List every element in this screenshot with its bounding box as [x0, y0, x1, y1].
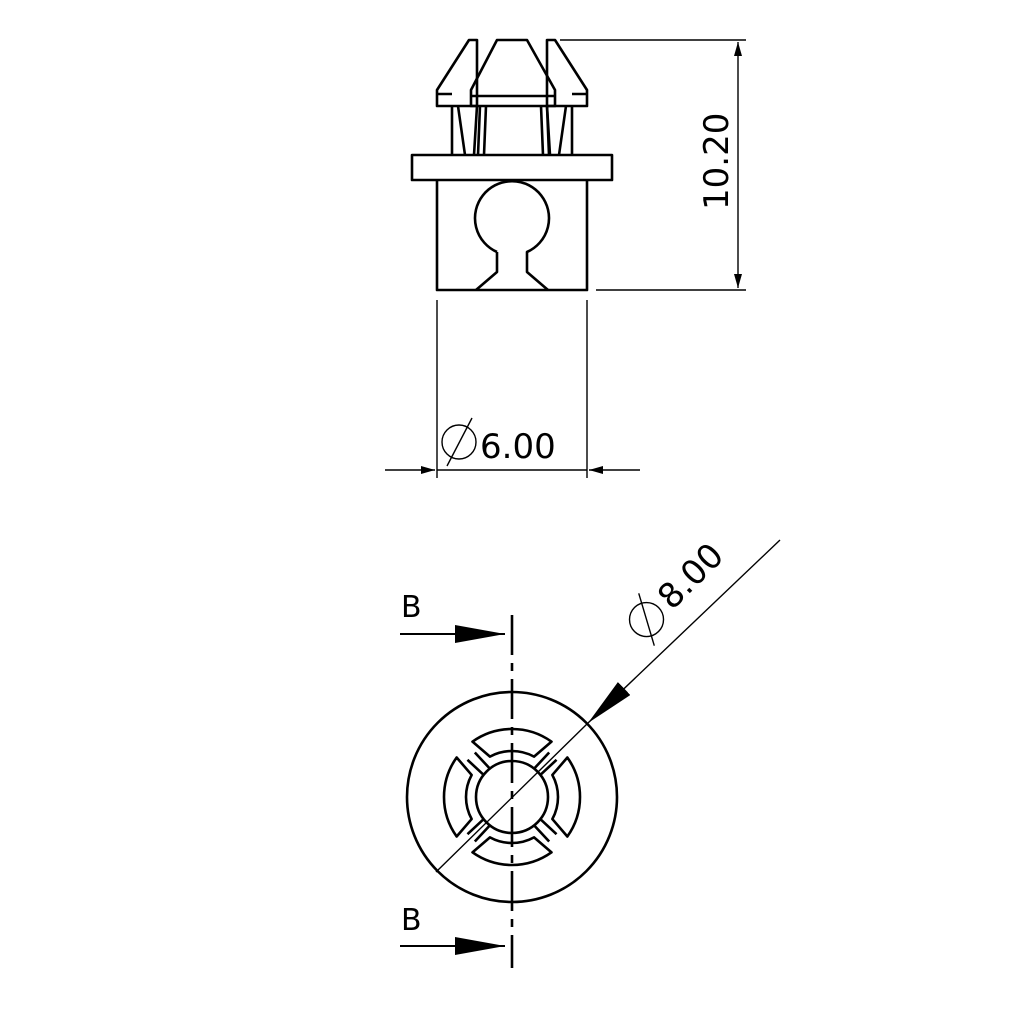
height-dimension-text: 10.20: [697, 113, 737, 210]
center-cone: [469, 38, 557, 108]
clip-tab: [466, 818, 491, 843]
keyhole-slot: [473, 179, 551, 291]
flange: [410, 153, 614, 182]
top-view: 8.00 B B: [400, 536, 781, 968]
clip-tab: [466, 751, 491, 776]
clip-tab: [533, 818, 558, 843]
right-finger: [545, 38, 589, 156]
diameter-symbol-icon: [441, 417, 477, 467]
diameter-line: [435, 722, 589, 873]
clip-segment-top: [471, 727, 553, 758]
outer-diameter-label: 8.00: [628, 536, 732, 646]
extension-lines-height: [560, 39, 746, 291]
clip-segments: [442, 727, 582, 867]
center-legs: [476, 105, 551, 156]
clip-segment-bottom: [471, 836, 553, 867]
section-label-bottom: B: [401, 903, 422, 938]
clip-segment-right: [551, 756, 582, 838]
left-finger: [435, 38, 479, 156]
side-view: 10.20 6.00: [385, 38, 746, 478]
width-dimension-text: 6.00: [480, 427, 556, 467]
clip-tab: [533, 751, 558, 776]
diameter-symbol-icon: [628, 593, 665, 646]
clip-segment-left: [442, 756, 473, 838]
section-label-top: B: [401, 590, 422, 625]
svg-text:8.00: 8.00: [650, 536, 732, 618]
diameter-leader: [587, 539, 781, 724]
body: [435, 180, 589, 292]
extension-lines-width: [436, 300, 588, 478]
